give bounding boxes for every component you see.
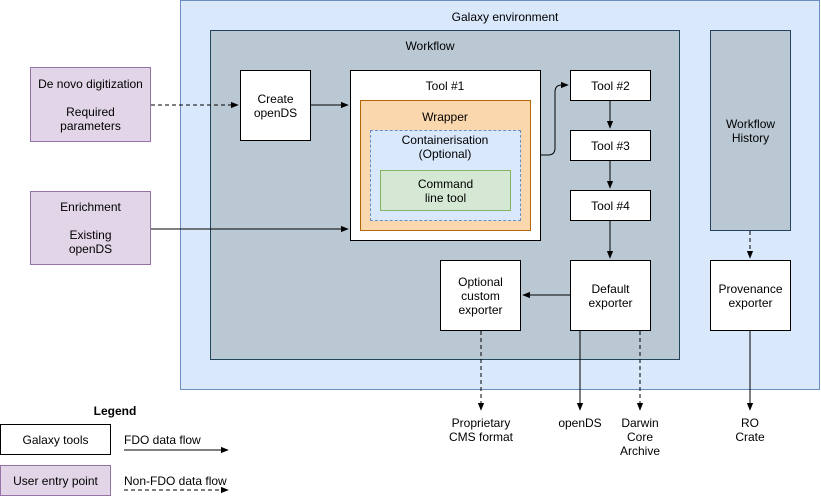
output-proprietary-cms: Proprietary CMS format [421,416,541,444]
output-darwin-line1: Darwin [621,416,659,430]
optional-exporter-line1: Optional [458,274,503,289]
default-exporter-line2: exporter [588,295,633,310]
output-ro-crate: RO Crate [715,416,785,444]
workflow-history-line1: Workflow [725,116,776,131]
provenance-exporter-line1: Provenance [718,281,783,296]
denovo-sub1: Required [66,104,115,119]
default-exporter-line1: Default [591,281,630,296]
output-proprietary-line1: Proprietary [451,416,511,430]
legend-user-entry-swatch: User entry point [0,465,111,496]
output-opends: openDS [545,416,615,430]
default-exporter-box: Default exporter [570,260,651,331]
tool4-box: Tool #4 [570,190,651,221]
provenance-exporter-box: Provenance exporter [710,260,791,331]
legend-fdo-flow-label: FDO data flow [124,433,201,447]
output-darwin-core-archive: Darwin Core Archive [605,416,675,458]
denovo-sub2: parameters [60,118,121,133]
output-darwin-line3: Archive [619,444,660,458]
denovo-title: De novo digitization [38,76,143,91]
workflow-title: Workflow [405,39,455,53]
edge-tool1-to-tool2 [541,81,569,156]
command-line2: line tool [424,190,467,205]
wrapper-title: Wrapper [422,110,468,124]
output-proprietary-line2: CMS format [448,430,513,444]
denovo-digitization-entry: De novo digitization Required parameters [30,67,151,142]
tool2-box: Tool #2 [570,70,651,101]
output-opends-line1: openDS [558,416,602,430]
create-opends-line2: openDS [253,105,298,120]
command-line-tool-box: Command line tool [380,170,511,211]
enrichment-title: Enrichment [60,200,121,214]
containerisation-line2: (Optional) [418,147,472,161]
optional-exporter-line2: custom [461,288,500,303]
containerisation-label: Containerisation (Optional) [385,133,505,161]
workflow-history-box: Workflow History [710,30,791,231]
legend-nonfdo-flow-label: Non-FDO data flow [124,474,227,488]
optional-exporter-line3: exporter [458,302,503,317]
workflow-history-line2: History [731,130,770,145]
output-darwin-line2: Core [626,430,653,444]
legend-title: Legend [93,404,137,418]
output-ro-line1: RO [741,416,759,430]
enrichment-entry: Enrichment Existing openDS [30,191,151,265]
tool1-title: Tool #1 [425,79,465,93]
enrichment-sub2: openDS [68,242,113,256]
legend-user-entry-label: User entry point [13,473,98,488]
command-line1: Command [417,176,474,191]
legend-galaxy-tools-swatch: Galaxy tools [0,424,111,455]
galaxy-environment-title: Galaxy environment [451,10,559,24]
tool3-box: Tool #3 [570,130,651,161]
create-opends-line1: Create [257,91,294,106]
output-ro-line2: Crate [735,430,765,444]
containerisation-line1: Containerisation [401,133,489,147]
tool2-label: Tool #2 [591,78,630,93]
tool4-label: Tool #4 [591,198,630,213]
tool3-label: Tool #3 [591,138,630,153]
provenance-exporter-line2: exporter [728,295,773,310]
optional-custom-exporter-box: Optional custom exporter [440,260,521,331]
enrichment-sub1: Existing [69,228,112,242]
create-opends-box: Create openDS [240,70,311,141]
legend-galaxy-tools-label: Galaxy tools [22,432,89,447]
